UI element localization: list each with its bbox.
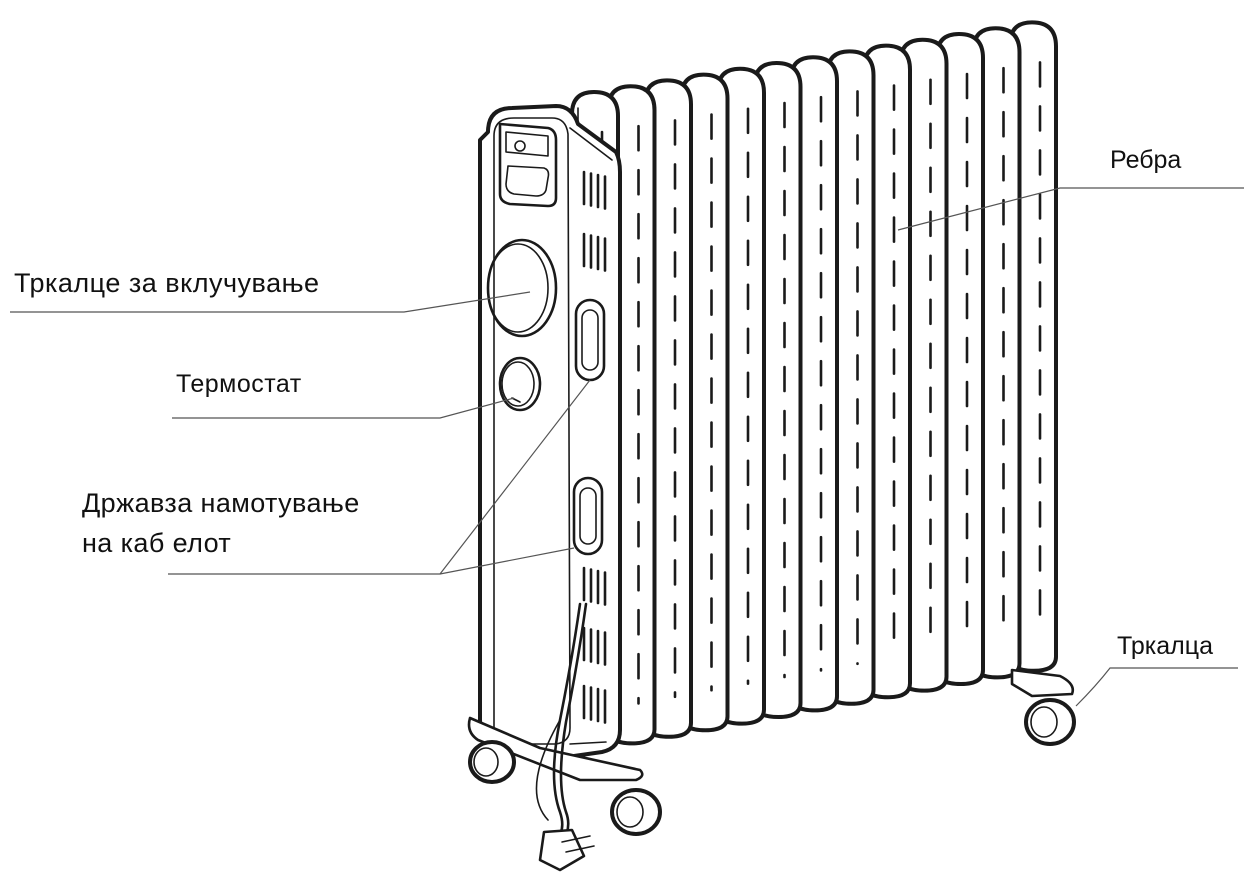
power-plug-icon — [538, 828, 595, 872]
carry-handle — [498, 122, 558, 208]
radiator-fins — [570, 20, 1058, 752]
power-cable — [535, 602, 588, 844]
wheel-rear-icon — [1024, 698, 1076, 746]
power-switch-label: Тркалце за вклучување — [14, 268, 320, 298]
rear-foot — [1010, 668, 1075, 698]
front-foot — [467, 716, 644, 782]
fins-label: Ребра — [1110, 146, 1182, 174]
vent-slots — [582, 170, 607, 724]
cord-holder-label-line1: Државза намотување — [82, 488, 360, 518]
power-switch-knob-icon — [486, 238, 558, 338]
wheels-label: Тркалца — [1117, 632, 1213, 660]
wheel-front-left-icon — [468, 740, 516, 784]
cord-holder-label-line2: на каб елот — [82, 528, 232, 558]
cord-holder-lower-icon — [572, 476, 604, 556]
thermostat-label: Термостат — [176, 370, 302, 398]
leader-lines — [10, 187, 1244, 707]
wheel-front-right-icon — [610, 788, 662, 836]
thermostat-knob-icon — [498, 356, 542, 412]
